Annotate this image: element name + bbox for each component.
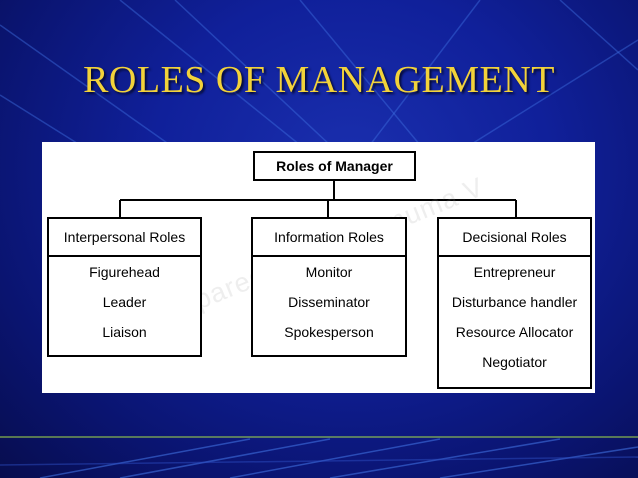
role-item: Resource Allocator bbox=[455, 324, 574, 340]
role-item: Disseminator bbox=[288, 294, 370, 310]
slide-title: ROLES OF MANAGEMENT bbox=[83, 59, 555, 101]
org-chart: Prepared by Dr. Samuma V Roles of Manage… bbox=[42, 142, 595, 393]
role-item: Negotiator bbox=[482, 354, 547, 370]
role-item: Liaison bbox=[102, 324, 147, 340]
category-items: Entrepreneur Disturbance handler Resourc… bbox=[439, 257, 590, 377]
category-box-interpersonal: Interpersonal Roles Figurehead Leader Li… bbox=[47, 217, 202, 357]
category-header: Information Roles bbox=[253, 219, 405, 257]
category-items: Monitor Disseminator Spokesperson bbox=[253, 257, 405, 347]
bottom-decoration bbox=[0, 436, 638, 478]
connector-lines bbox=[119, 181, 517, 217]
role-item: Entrepreneur bbox=[473, 264, 556, 280]
category-header: Decisional Roles bbox=[439, 219, 590, 257]
category-box-decisional: Decisional Roles Entrepreneur Disturbanc… bbox=[437, 217, 592, 389]
category-items: Figurehead Leader Liaison bbox=[49, 257, 200, 347]
role-item: Figurehead bbox=[89, 264, 160, 280]
category-box-information: Information Roles Monitor Disseminator S… bbox=[251, 217, 407, 357]
role-item: Monitor bbox=[305, 264, 353, 280]
root-node-label: Roles of Manager bbox=[276, 158, 393, 174]
role-item: Disturbance handler bbox=[451, 294, 578, 310]
root-node: Roles of Manager bbox=[253, 151, 416, 181]
role-item: Spokesperson bbox=[284, 324, 374, 340]
role-item: Leader bbox=[102, 294, 147, 310]
category-header: Interpersonal Roles bbox=[49, 219, 200, 257]
